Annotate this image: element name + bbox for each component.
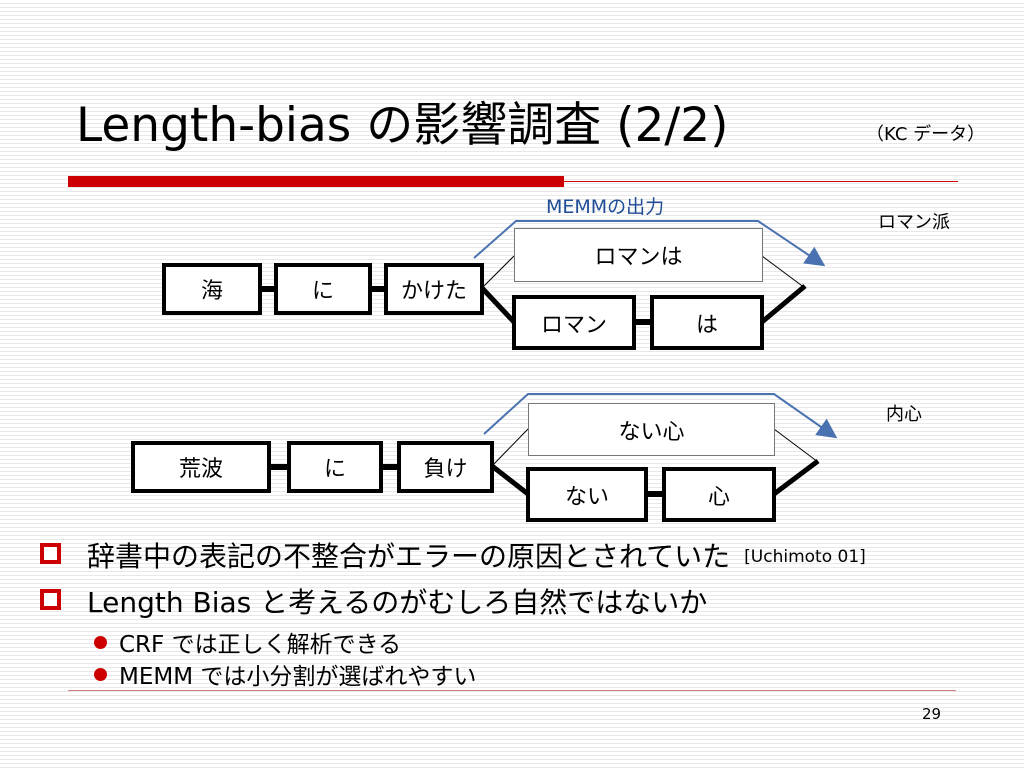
lattice-1-edge-2 — [370, 286, 386, 292]
sub-bullet-text: CRF では正しく解析できる — [119, 632, 402, 658]
example-2-side-label: 内心 — [886, 404, 922, 425]
lattice-1-node-1: 海 — [162, 263, 262, 315]
title-rule-thick — [68, 176, 564, 187]
square-bullet-icon — [40, 543, 61, 564]
memm-output-label: MEMMの出力 — [546, 196, 665, 218]
bullet-text: Length Bias と考えるのがむしろ自然ではないか — [87, 586, 708, 619]
sub-bullet-text: MEMM では小分割が選ばれやすい — [119, 664, 477, 690]
footer-rule — [68, 690, 956, 691]
sub-bullet-item-1: CRF では正しく解析できる — [94, 625, 401, 659]
lattice-2-split-node-2: 心 — [662, 467, 776, 522]
lattice-1-branch-up-in — [481, 255, 515, 289]
square-bullet-icon — [40, 589, 61, 610]
lattice-2-lines — [483, 393, 838, 496]
lattice-2-node-1: 荒波 — [131, 441, 271, 493]
lattice-1-memm-arrow — [473, 220, 826, 267]
sub-bullet-item-2: MEMM では小分割が選ばれやすい — [94, 657, 476, 691]
lattice-2-branch-up-out — [773, 428, 819, 463]
lattice-1-branch-down-in — [480, 286, 516, 324]
example-1-side-label: ロマン派 — [878, 212, 950, 233]
page-number: 29 — [922, 705, 942, 723]
bullet-item-2: Length Bias と考えるのがむしろ自然ではないか — [40, 581, 707, 621]
lattice-2-split-node-1: ない — [526, 467, 648, 522]
lattice-2-branch-down-out — [772, 459, 820, 496]
lattice-1-branch-up-out — [761, 255, 806, 289]
lattice-2-memm-arrow — [483, 393, 838, 439]
lattice-2-edge-2 — [381, 464, 399, 470]
title-rule-thin — [564, 181, 958, 182]
lattice-2-memm-node: ない心 — [528, 403, 775, 456]
bullet-item-1: 辞書中の表記の不整合がエラーの原因とされていた [Uchimoto 01] — [40, 535, 866, 575]
lattice-1-branch-down-out — [760, 284, 807, 324]
lattice-2-branch-up-in — [491, 428, 529, 467]
slide-title: Length-bias の影響調査 (2/2) — [76, 98, 729, 153]
lattice-1-lines — [473, 220, 826, 324]
lattice-2-node-3: 負け — [397, 441, 494, 493]
round-bullet-icon — [94, 635, 107, 649]
round-bullet-icon — [94, 667, 107, 681]
lattice-1-node-2: に — [274, 263, 372, 315]
citation: [Uchimoto 01] — [744, 547, 866, 567]
lattice-1-split-node-2: は — [650, 295, 764, 350]
lattice-2-edge-1 — [269, 464, 289, 470]
lattice-1-memm-node: ロマンは — [514, 228, 763, 282]
lattice-1-node-3: かけた — [384, 263, 484, 315]
bullet-text: 辞書中の表記の不整合がエラーの原因とされていた — [87, 540, 731, 573]
lattice-2-split-edge — [646, 491, 664, 497]
lattice-1-split-node-1: ロマン — [512, 295, 636, 350]
lattice-2-branch-down-in — [490, 464, 530, 496]
lattice-1-split-edge — [634, 319, 652, 325]
title-note: （KC データ） — [866, 124, 986, 145]
lattice-1-edge-1 — [260, 286, 276, 292]
lattice-2-node-2: に — [287, 441, 383, 493]
